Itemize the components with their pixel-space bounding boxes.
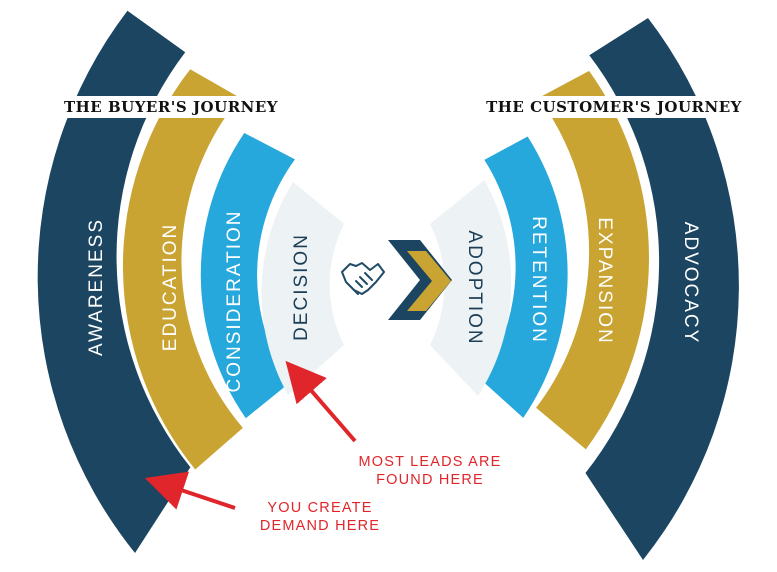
chevron-front: [407, 251, 451, 311]
retention-band: [480, 136, 568, 418]
stage-expansion: EXPANSION: [594, 217, 615, 344]
annotation-demand: YOU CREATE DEMAND HERE: [144, 471, 380, 534]
advocacy-band: [585, 18, 739, 560]
annotation-leads: MOST LEADS ARE FOUND HERE: [285, 360, 501, 488]
customers-title-backdrop: [475, 96, 753, 118]
stage-decision: DECISION: [291, 233, 312, 341]
decision-band: [261, 182, 344, 395]
double-chevron-right-icon: [388, 240, 452, 320]
chevron-back: [388, 240, 452, 320]
buyers-title-backdrop: [58, 96, 288, 118]
stage-education: EDUCATION: [160, 223, 181, 351]
stage-retention: RETENTION: [528, 216, 549, 344]
buyers-journey-title: THE BUYER'S JOURNEY: [64, 98, 278, 116]
adoption-band: [430, 180, 512, 396]
most-leads-label-line2: FOUND HERE: [376, 472, 484, 488]
stage-consideration: CONSIDERATION: [224, 210, 245, 393]
handshake-icon: [341, 262, 385, 295]
education-band: [122, 69, 243, 470]
arrow-create-demand: [144, 471, 236, 510]
stage-advocacy: ADVOCACY: [680, 222, 701, 345]
stage-awareness: AWARENESS: [86, 218, 107, 356]
consideration-band: [200, 132, 295, 419]
customers-journey-title: THE CUSTOMER'S JOURNEY: [486, 98, 742, 116]
buyers-journey: AWARENESS EDUCATION CONSIDERATION DECISI…: [37, 10, 344, 553]
awareness-band: [37, 10, 191, 553]
stage-adoption: ADOPTION: [464, 230, 485, 345]
expansion-band: [536, 70, 649, 450]
customers-journey: ADOPTION RETENTION EXPANSION ADVOCACY TH…: [430, 18, 753, 560]
create-demand-label-line1: YOU CREATE: [267, 500, 372, 516]
arrow-most-leads: [285, 360, 357, 443]
create-demand-label-line2: DEMAND HERE: [260, 518, 380, 534]
most-leads-label-line1: MOST LEADS ARE: [358, 454, 501, 470]
